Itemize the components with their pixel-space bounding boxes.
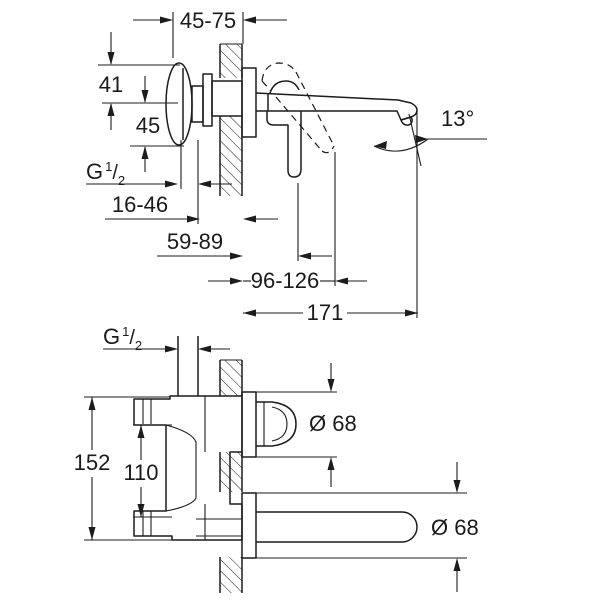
- knob-plan: [256, 401, 297, 447]
- escutcheon-knob-plan: [241, 391, 257, 458]
- dim-41: 41: [98, 32, 180, 130]
- dim-angle-13: 13°: [373, 106, 487, 152]
- dim-171-label: 171: [307, 300, 344, 325]
- escutcheon-side: [241, 67, 257, 138]
- dim-110-label: 110: [123, 460, 158, 485]
- dim-45-label: 45: [136, 113, 160, 138]
- dim-angle-13-label: 13°: [441, 106, 474, 131]
- wall-section-side: [219, 43, 243, 196]
- dim-16-46: 16-46: [105, 192, 278, 223]
- supply-pipe: [177, 336, 199, 396]
- dim-41-label: 41: [99, 72, 123, 97]
- dim-152-label: 152: [74, 450, 111, 475]
- aerator-tip: [400, 116, 413, 126]
- dim-96-126: 96-126: [208, 152, 367, 293]
- valve-body-plan: [133, 395, 243, 541]
- dim-depth-range: 45-75: [133, 8, 287, 58]
- handle-dashed-position: [261, 62, 335, 154]
- dim-96-126-label: 96-126: [251, 268, 320, 293]
- dim-45: 45: [130, 76, 184, 172]
- dim-171: 171: [243, 110, 418, 325]
- dim-dia68-knob-label: Ø 68: [309, 411, 357, 436]
- dim-depth-range-label: 45-75: [180, 8, 236, 33]
- water-stream-line: [408, 113, 422, 167]
- dim-dia68-spout: Ø 68: [245, 462, 479, 592]
- dim-59-89-label: 59-89: [167, 229, 223, 254]
- dim-dia68-knob: Ø 68: [256, 363, 357, 487]
- wall-section-plan: [219, 359, 243, 593]
- spout-plan: [256, 511, 418, 543]
- knob-dome-side: [269, 80, 300, 94]
- dim-dia68-spout-label: Ø 68: [431, 515, 479, 540]
- dim-59-89: 59-89: [157, 183, 332, 261]
- dim-16-46-label: 16-46: [112, 192, 168, 217]
- dim-152: 152: [74, 396, 172, 541]
- handle-lever: [266, 111, 302, 178]
- dim-110: 110: [123, 424, 172, 518]
